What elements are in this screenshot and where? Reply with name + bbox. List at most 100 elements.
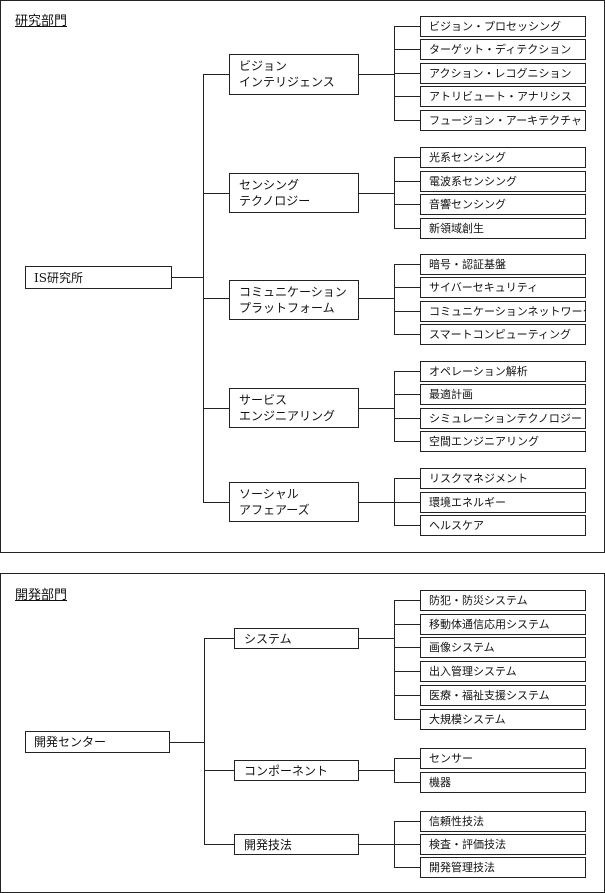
- item-label: アトリビュート・アナリシス: [429, 89, 572, 103]
- item-label: 移動体通信応用システム: [429, 617, 550, 631]
- connector: [394, 647, 420, 648]
- item-label: センサー: [429, 751, 473, 765]
- connector: [394, 478, 420, 479]
- connector: [394, 821, 420, 822]
- connector: [203, 502, 229, 503]
- connector: [394, 719, 420, 720]
- development-root-box: 開発センター: [25, 731, 170, 753]
- item-label: コミュニケーションネットワーク: [429, 304, 586, 318]
- connector: [394, 867, 420, 868]
- development-panel-title: 開発部門: [15, 588, 68, 603]
- research-item-box: 光系センシング: [420, 147, 586, 168]
- connector: [394, 758, 395, 782]
- development-item-box: 開発管理技法: [420, 857, 586, 878]
- research-item-box: 暗号・認証基盤: [420, 254, 586, 275]
- development-item-box: 出入管理システム: [420, 661, 586, 682]
- connector: [394, 26, 420, 27]
- item-label: リスクマネジメント: [429, 471, 528, 485]
- item-label: サイバーセキュリティ: [429, 280, 539, 294]
- item-label: 開発管理技法: [429, 860, 495, 874]
- connector: [359, 74, 394, 75]
- research-item-box: オペレーション解析: [420, 361, 586, 382]
- research-root-box: IS研究所: [25, 266, 172, 289]
- research-item-box: フュージョン・アーキテクチャ: [420, 110, 586, 131]
- connector: [394, 478, 395, 525]
- connector: [203, 298, 229, 299]
- connector: [204, 770, 234, 771]
- group-label-line: コンポーネント: [244, 763, 329, 778]
- connector: [170, 742, 204, 743]
- connector: [394, 49, 420, 50]
- connector: [394, 525, 420, 526]
- connector: [359, 408, 394, 409]
- connector: [394, 73, 420, 74]
- connector: [394, 264, 395, 334]
- research-item-box: アクション・レコグニション: [420, 63, 586, 84]
- connector: [394, 157, 420, 158]
- research-item-box: 新領域創生: [420, 218, 586, 239]
- connector: [394, 120, 420, 121]
- connector: [204, 638, 205, 844]
- connector: [394, 695, 420, 696]
- group-label-line: センシング: [239, 178, 300, 192]
- group-label-line: 開発技法: [244, 837, 293, 852]
- item-label: 医療・福祉支援システム: [429, 688, 550, 702]
- group-label-line: システム: [244, 631, 292, 646]
- connector: [203, 193, 229, 194]
- research-panel-title: 研究部門: [15, 14, 68, 29]
- item-label: 検査・評価技法: [429, 837, 506, 851]
- item-label: 画像システム: [429, 640, 495, 654]
- item-label: ヘルスケア: [429, 518, 484, 532]
- connector: [394, 394, 420, 395]
- connector: [203, 74, 204, 502]
- group-label-line: エンジニアリング: [239, 409, 336, 423]
- item-label: 出入管理システム: [429, 664, 517, 678]
- connector: [359, 193, 394, 194]
- development-item-box: センサー: [420, 748, 586, 769]
- connector: [394, 334, 420, 335]
- development-item-box: 信頼性技法: [420, 811, 586, 832]
- connector: [394, 782, 420, 783]
- connector: [394, 96, 420, 97]
- development-root-label: 開発センター: [34, 735, 107, 749]
- item-label: 空間エンジニアリング: [429, 434, 539, 448]
- connector: [394, 600, 420, 601]
- item-label: ターゲット・ディテクション: [429, 42, 572, 56]
- connector: [203, 74, 229, 75]
- item-label: 電波系センシング: [429, 174, 517, 188]
- group-label-line: サービス: [239, 393, 288, 407]
- connector: [394, 671, 420, 672]
- research-group-box: ビジョン インテリジェンス: [229, 54, 359, 95]
- group-label-line: アフェアーズ: [239, 503, 310, 517]
- research-item-box: シミュレーションテクノロジー: [420, 408, 586, 429]
- item-label: フュージョン・アーキテクチャ: [429, 113, 583, 127]
- research-item-box: ターゲット・ディテクション: [420, 39, 586, 60]
- connector: [394, 758, 420, 759]
- development-item-box: 検査・評価技法: [420, 834, 586, 855]
- item-label: スマートコンピューティング: [429, 327, 572, 341]
- group-label-line: コミュニケーション: [239, 285, 347, 299]
- development-group-box: システム: [234, 628, 359, 649]
- connector: [394, 371, 395, 441]
- item-label: 暗号・認証基盤: [429, 257, 506, 271]
- item-label: 新領域創生: [429, 221, 484, 235]
- research-item-box: 空間エンジニアリング: [420, 431, 586, 452]
- development-group-box: 開発技法: [234, 834, 359, 855]
- research-root-label: IS研究所: [34, 270, 83, 285]
- development-group-box: コンポーネント: [234, 760, 359, 781]
- item-label: オペレーション解析: [429, 364, 528, 378]
- connector: [394, 311, 420, 312]
- group-label-line: ソーシャル: [239, 487, 299, 501]
- group-label-line: プラットフォーム: [239, 301, 335, 315]
- connector: [203, 408, 229, 409]
- item-label: 信頼性技法: [429, 814, 484, 828]
- item-label: 防犯・防災システム: [429, 593, 528, 607]
- group-label-line: テクノロジー: [239, 194, 311, 208]
- research-item-box: スマートコンピューティング: [420, 324, 586, 345]
- research-item-box: 環境エネルギー: [420, 492, 586, 513]
- connector: [359, 298, 394, 299]
- item-label: 音響センシング: [429, 197, 506, 211]
- connector: [394, 204, 420, 205]
- research-group-box: センシング テクノロジー: [229, 173, 359, 213]
- research-item-box: サイバーセキュリティ: [420, 277, 586, 298]
